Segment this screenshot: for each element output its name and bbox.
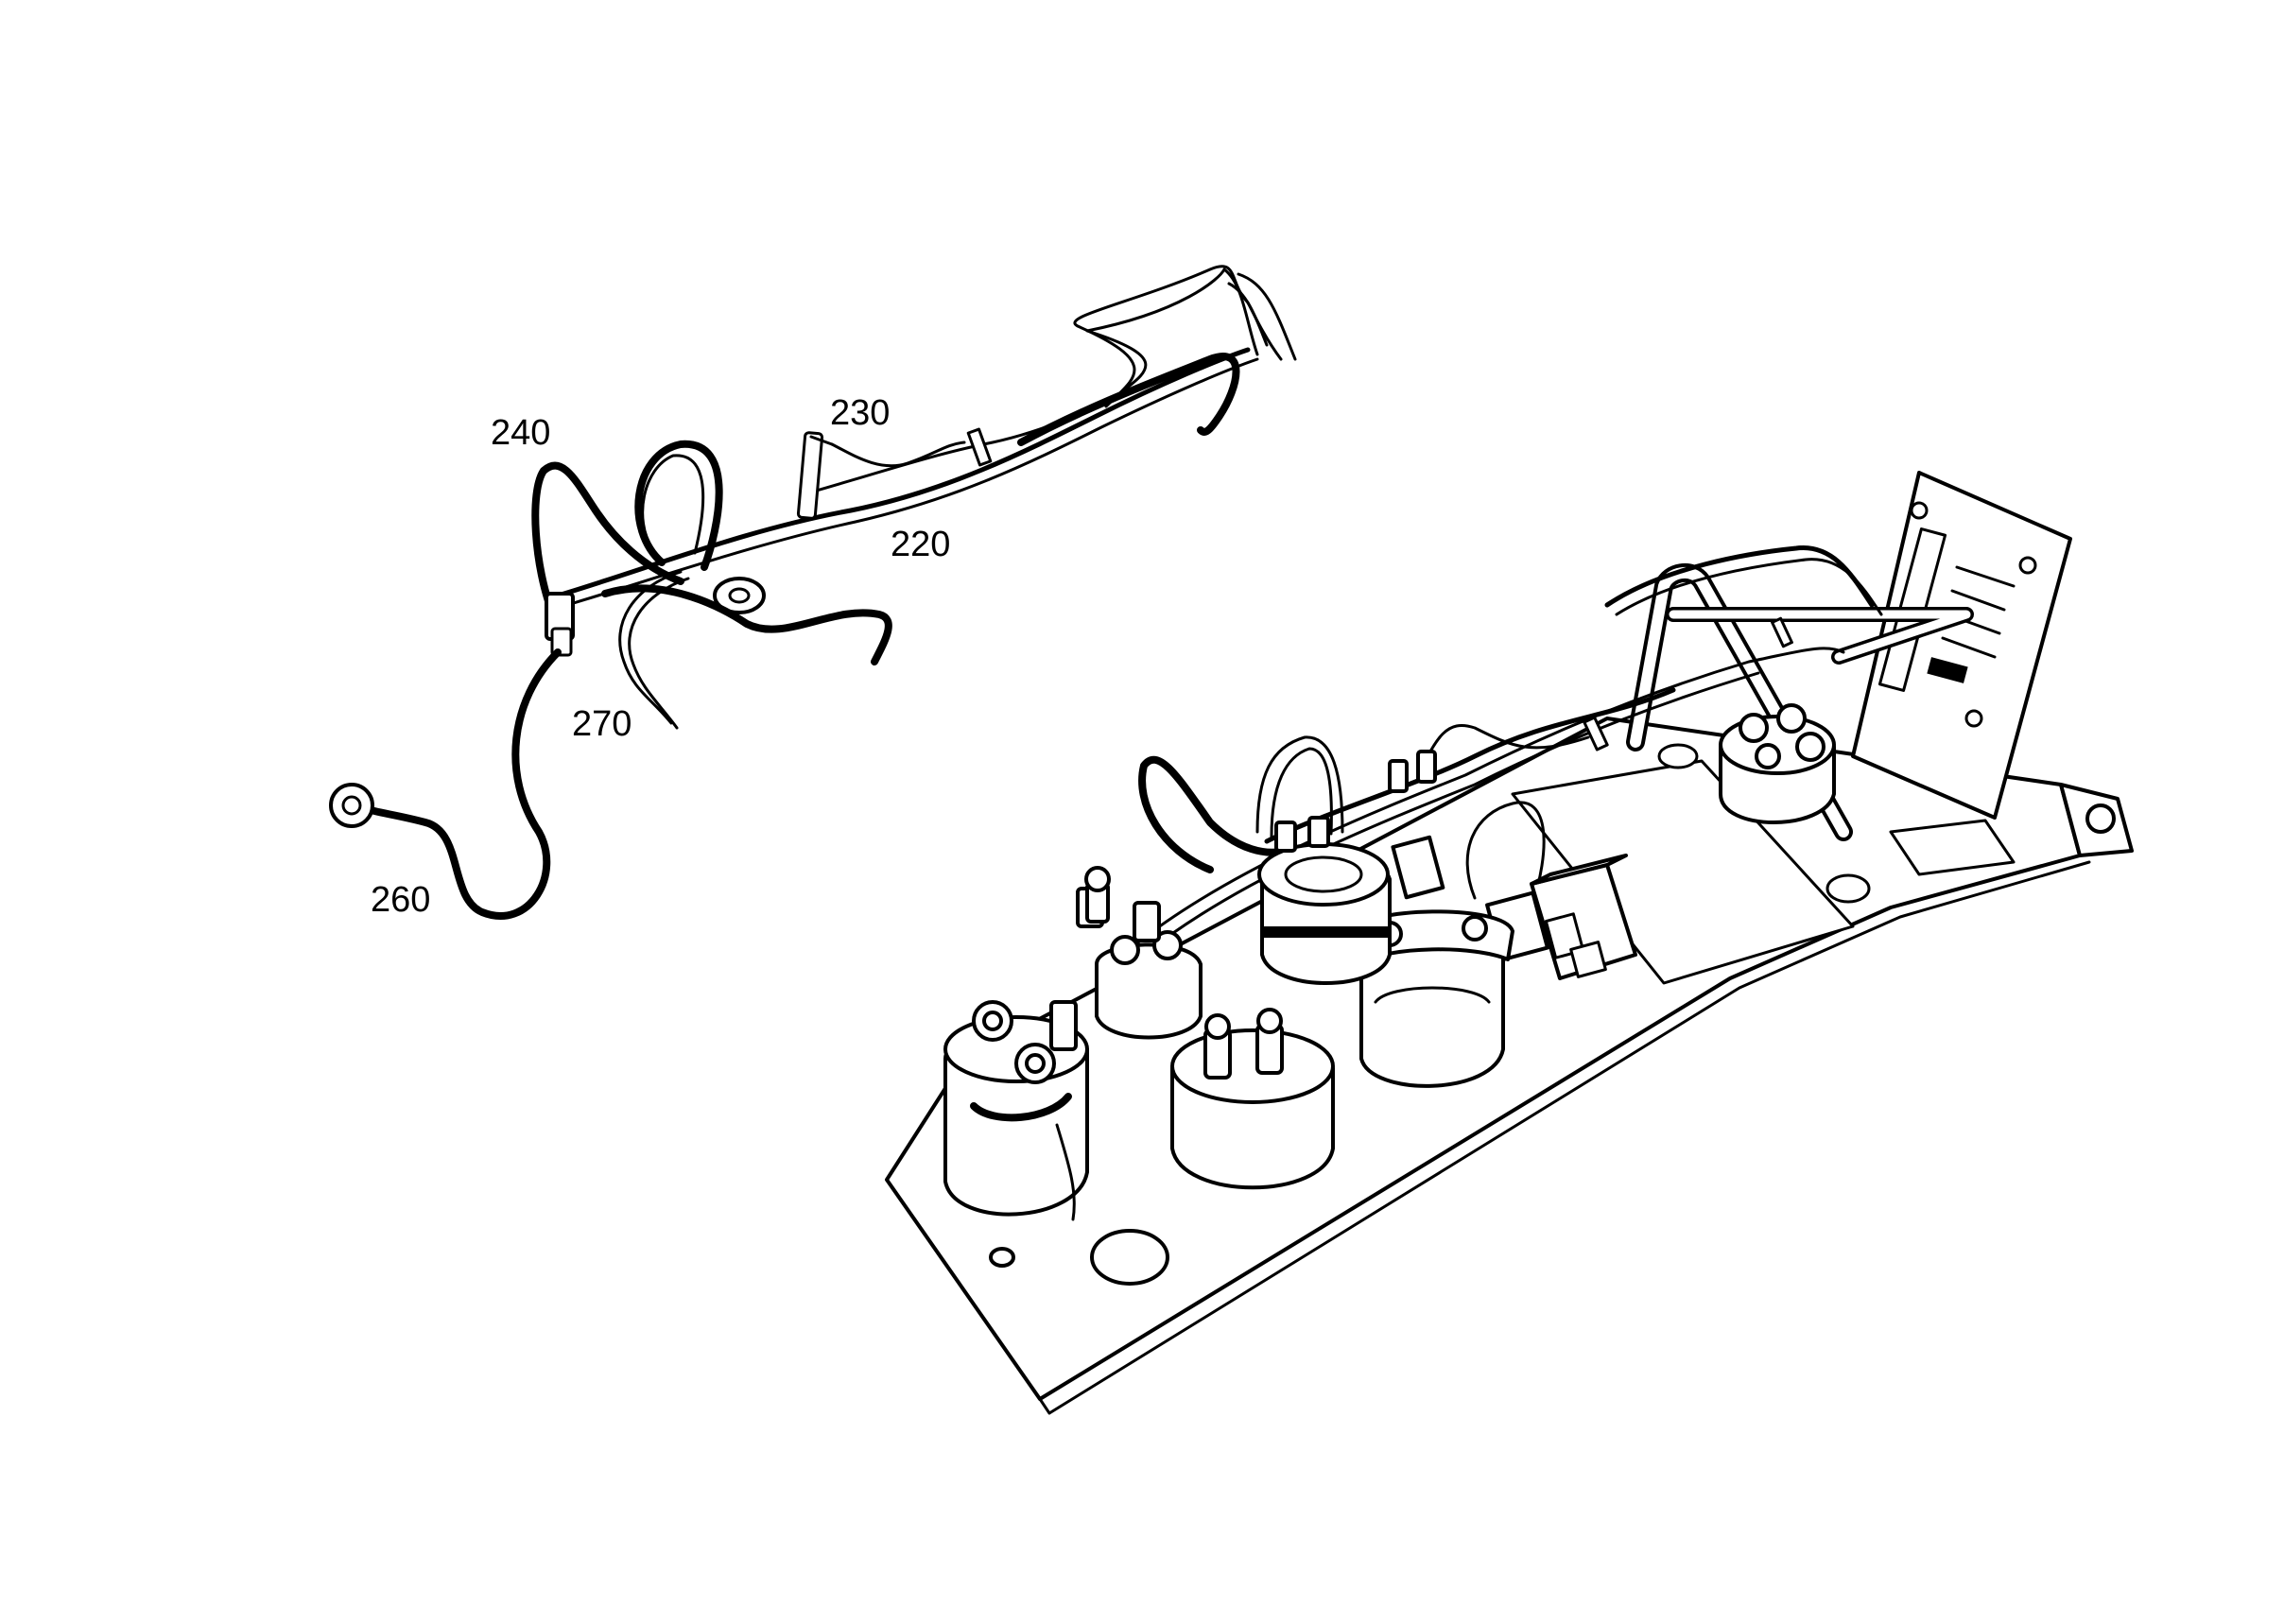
rear-hole <box>1657 743 1699 769</box>
panel-slot-right <box>1889 819 2016 876</box>
harness-trunk-2 <box>565 357 1259 607</box>
relay-block <box>1530 854 1637 980</box>
wire-260 <box>360 648 562 920</box>
callout-220: 220 <box>891 525 951 564</box>
center-loop-inner <box>641 454 705 555</box>
wire-240 <box>531 461 684 618</box>
harness-trunk <box>555 347 1251 598</box>
panel-wire-2 <box>1142 671 1760 957</box>
callout-270: 270 <box>572 704 632 744</box>
panel-wire-loop <box>1138 755 1289 873</box>
top-loop-wire-2 <box>1085 268 1259 399</box>
connector-230-wire <box>809 435 834 446</box>
connector-230 <box>796 431 824 520</box>
wire-harness <box>329 265 1297 920</box>
terminal-posts <box>1084 750 1437 924</box>
panel-wire-tie-2 <box>1771 616 1793 648</box>
panel-wire-up <box>1255 735 1344 834</box>
solenoid-left <box>943 1000 1089 1221</box>
wire-270-b <box>628 577 690 730</box>
connector-230-lead <box>830 441 966 468</box>
solenoid-mid <box>1170 1008 1335 1190</box>
circuit-board-components <box>1910 501 2037 728</box>
top-end-wire-b <box>1237 272 1297 361</box>
tube-crossbar-inner <box>1669 610 1971 662</box>
panel-wire-up-2 <box>1270 747 1333 838</box>
panel-wire-down <box>1465 801 1546 909</box>
ring-terminal-260-hole <box>341 795 362 816</box>
panel-hole-small <box>989 1247 1015 1268</box>
panel-hole-large <box>1090 1229 1169 1286</box>
harness-lower-wire <box>601 584 892 665</box>
callout-260: 260 <box>371 880 431 920</box>
center-ring-hole <box>728 587 751 604</box>
panel-wire-tie <box>1583 716 1609 752</box>
panel-wire-mid <box>1416 724 1590 777</box>
harness-tie <box>966 427 993 467</box>
center-loop <box>634 440 723 571</box>
solenoid-right <box>1719 703 1836 824</box>
connector-240-lower <box>550 627 573 657</box>
mounting-tab-bolt <box>2085 803 2116 834</box>
callout-230: 230 <box>830 393 891 433</box>
control-panel <box>885 471 2134 1415</box>
motor-center <box>1257 842 1392 985</box>
panel-wire-right <box>1604 545 1875 608</box>
panel-wire-3 <box>1264 687 1676 844</box>
wire-270 <box>618 570 683 725</box>
base-plate-edge <box>1038 860 2091 1415</box>
tube-foot-hole <box>1825 873 1871 904</box>
top-end-wire-a <box>1227 282 1269 347</box>
panel-wire-right-2 <box>1615 558 1883 616</box>
meter-large <box>1350 909 1514 1088</box>
callout-240: 240 <box>491 413 551 453</box>
top-black-wire <box>1017 353 1240 446</box>
